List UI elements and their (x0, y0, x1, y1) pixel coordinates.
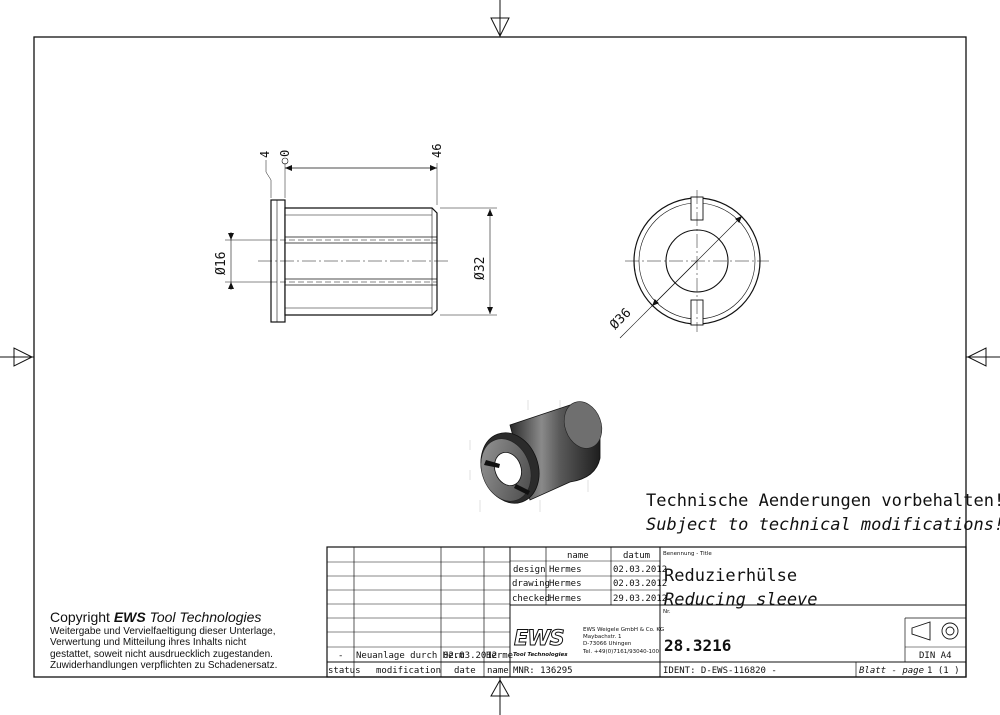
tb-mnr: MNR: 136295 (513, 666, 573, 676)
rev-header-status: status (328, 666, 361, 676)
rev-date: 02.03.2012 (443, 651, 497, 661)
tb-name-drawing: Hermes (549, 579, 582, 589)
dim-length: 46 (430, 144, 444, 158)
company-line-2: Maybachstr. 1 (583, 634, 622, 640)
company-line-3: D-73066 Uhingen (583, 641, 632, 647)
tb-header-date: datum (623, 551, 650, 561)
iso-bore (494, 452, 522, 486)
tb-sheet-label: Blatt - page (859, 666, 924, 676)
tb-role-drawing: drawing (512, 579, 550, 589)
copyright-suffix: Tool Technologies (149, 609, 262, 625)
rev-status: - (338, 651, 343, 661)
tb-role-design: design (513, 565, 546, 575)
dim-zero: 0 (278, 150, 292, 157)
title-block (326, 546, 967, 678)
dim-offset-4: 4 (258, 151, 272, 158)
rev-header-date: date (454, 666, 476, 676)
tb-part-number: 28.3216 (664, 636, 731, 655)
notice-german: Technische Aenderungen vorbehalten! (646, 491, 1000, 511)
sleeve-body-outline (284, 207, 438, 316)
rev-header-name: name (487, 666, 509, 676)
projection-circle-icon (941, 622, 959, 640)
rev-header-modification: modification (376, 666, 441, 676)
copyright-notice: Weitergabe und Vervielfaeltigung dieser … (50, 626, 322, 672)
copyright-title: Copyright EWS Tool Technologies (50, 609, 261, 625)
tb-title-label: Benennung - Title (663, 551, 712, 557)
company-line-4: Tel. +49(0)7161/93040-100 (582, 649, 660, 655)
company-logo: EWS (514, 626, 566, 651)
svg-text:EWS: EWS (514, 626, 564, 650)
company-line-1: EWS Weigele GmbH & Co. KG (583, 627, 664, 633)
tb-name-design: Hermes (549, 565, 582, 575)
rev-modification: Neuanlage durch Herm (356, 651, 464, 661)
tb-ident: IDENT: D-EWS-116820 - (663, 666, 777, 676)
tb-nr-label: Nr. (663, 609, 671, 615)
tb-date-drawing: 02.03.2012 (613, 579, 667, 589)
copyright-prefix: Copyright (50, 609, 110, 625)
copyright-brand: EWS (113, 609, 146, 625)
tb-header-name: name (567, 551, 589, 561)
dim-flange-diameter: Ø36 (607, 306, 634, 333)
copyright-line: Verwertung und Mitteilung ihres Inhalts … (50, 637, 247, 649)
dim-outer-diameter: Ø32 (473, 257, 488, 280)
copyright-line: Zuwiderhandlungen verpflichten zu Schade… (50, 660, 278, 672)
tb-title-english: Reducing sleeve (664, 590, 818, 610)
side-view: 4 0 46 Ø16 Ø32 (214, 144, 497, 323)
drawing-frame (33, 36, 967, 678)
tb-name-checked: Hermes (549, 594, 582, 604)
copyright-line: gestattet, soweit nicht ausdruecklich zu… (50, 648, 273, 660)
projection-cone-icon (911, 621, 931, 641)
tb-date-checked: 29.03.2012 (613, 594, 667, 604)
tb-paper-size: DIN A4 (919, 651, 952, 661)
notice-english: Subject to technical modifications! (646, 515, 1000, 535)
tb-role-checked: checked (512, 594, 550, 604)
copyright-line: Weitergabe und Vervielfaeltigung dieser … (50, 626, 276, 637)
dim-bore-diameter: Ø16 (214, 252, 229, 275)
rev-name: Herme (486, 651, 513, 661)
tb-sheet-value: 1 (1 ) (927, 666, 960, 676)
front-view: Ø36 (607, 190, 769, 339)
isometric-view (469, 400, 603, 512)
tb-title-german: Reduzierhülse (664, 566, 797, 586)
tb-date-design: 02.03.2012 (613, 565, 667, 575)
company-tagline: Tool Technologies (513, 652, 568, 658)
